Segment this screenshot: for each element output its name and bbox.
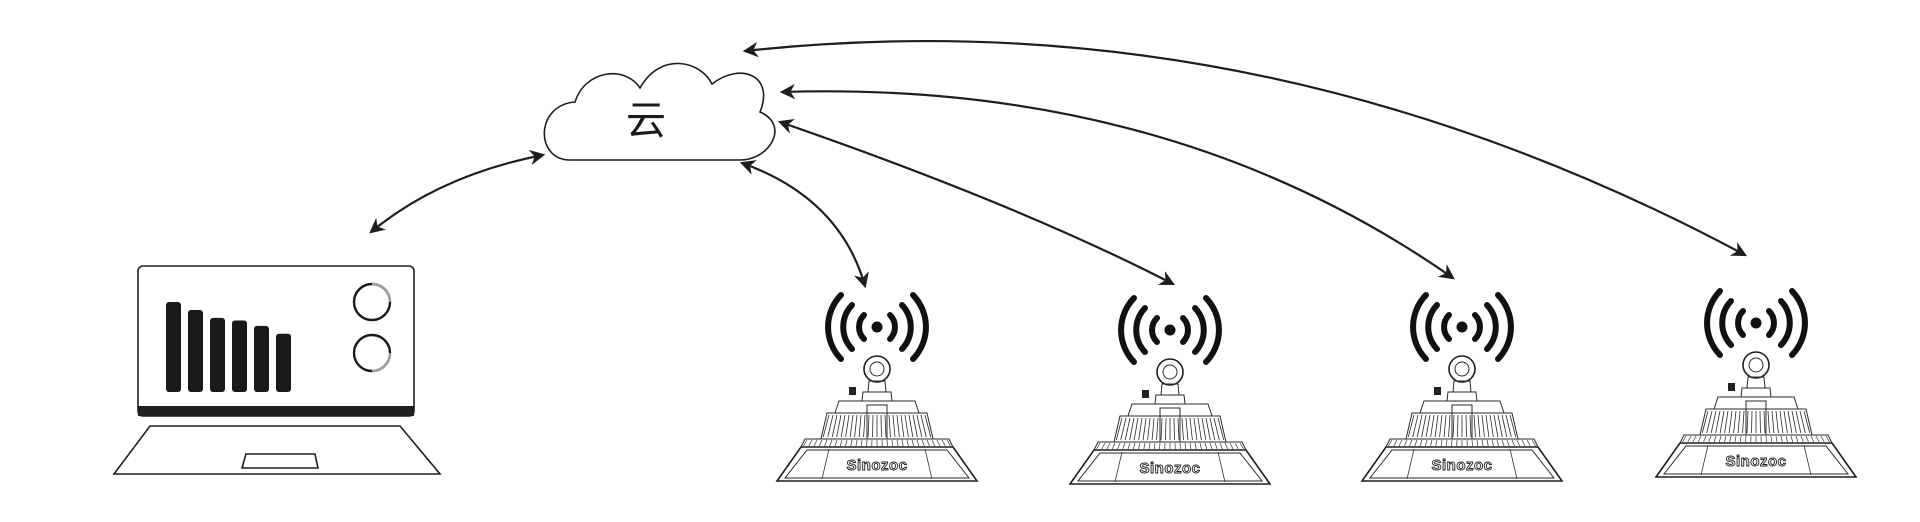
fixture-1: Sinozoc (775, 292, 979, 482)
link-cloud-fixture-3 (779, 83, 1455, 280)
wifi-signal-icon (1704, 288, 1808, 358)
laptop-screen-bezel (138, 406, 414, 416)
laptop-bar (166, 302, 181, 392)
laptop-trackpad (240, 453, 319, 469)
wifi-signal-icon (825, 292, 929, 362)
cloud-label: 云 (626, 98, 666, 144)
cloud-icon: 云 (543, 62, 776, 161)
laptop-bar (232, 320, 247, 392)
link-cloud-fixture-2 (777, 119, 1176, 286)
fixture-4: Sinozoc (1654, 288, 1858, 478)
laptop-indicator-2 (352, 333, 392, 373)
fixtures-group: Sinozoc Sinozoc Sinozoc Sinozoc (775, 288, 1858, 485)
wifi-signal-icon (1118, 295, 1222, 365)
fixture-3: Sinozoc (1360, 292, 1564, 482)
laptop-bar (276, 333, 291, 392)
fixture-2: Sinozoc (1068, 295, 1272, 485)
high-bay-light-icon: Sinozoc (1360, 355, 1564, 482)
high-bay-light-icon: Sinozoc (1654, 351, 1858, 478)
link-cloud-fixture-4 (742, 39, 1748, 257)
laptop-indicator-1 (352, 282, 392, 322)
connections (369, 39, 1748, 289)
laptop-bar (210, 317, 225, 392)
link-cloud-fixture-1 (739, 160, 869, 289)
fixture-brand-label: Sinozoc (1431, 457, 1492, 474)
high-bay-light-icon: Sinozoc (775, 355, 979, 482)
fixture-brand-label: Sinozoc (1725, 453, 1786, 470)
laptop-bar-chart (166, 302, 291, 392)
laptop-bar (188, 309, 203, 392)
high-bay-light-icon: Sinozoc (1068, 358, 1272, 485)
fixture-brand-label: Sinozoc (846, 457, 907, 474)
laptop-base (112, 425, 442, 475)
link-cloud-laptop (369, 149, 546, 234)
laptop-icon (112, 265, 442, 475)
fixture-brand-label: Sinozoc (1139, 460, 1200, 477)
wifi-signal-icon (1410, 292, 1514, 362)
laptop-bar (254, 325, 269, 392)
